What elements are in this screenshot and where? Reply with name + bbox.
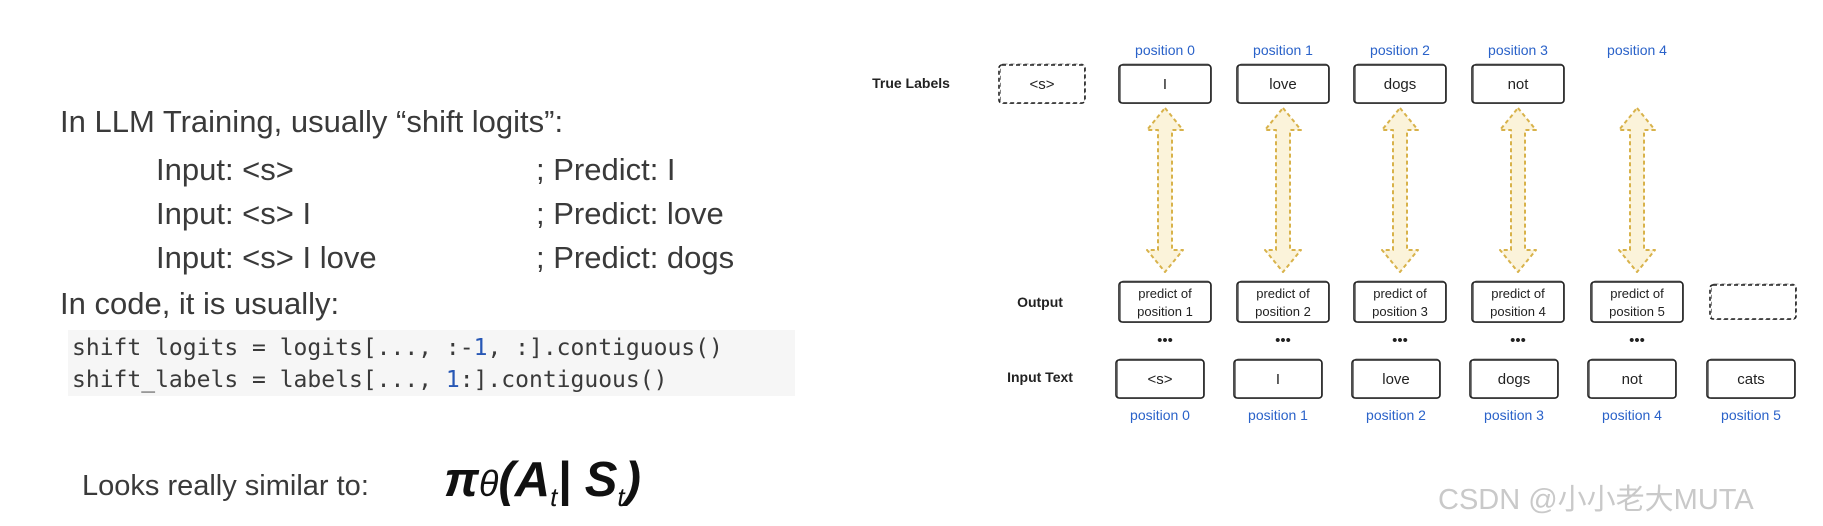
formula-open-paren: ( <box>498 453 515 507</box>
double-arrow-icon <box>1618 107 1656 273</box>
formula-pi: π <box>444 453 479 507</box>
output-text-line-2: position 4 <box>1490 304 1546 319</box>
input-box <box>1587 358 1677 399</box>
bottom-position-label: position 4 <box>1602 407 1662 423</box>
policy-formula: πθ(At| St) <box>444 452 641 513</box>
double-arrow-icon <box>1146 107 1184 273</box>
formula-theta: θ <box>478 463 499 504</box>
row-label-input-text: Input Text <box>1007 369 1073 385</box>
top-position-label: position 1 <box>1253 42 1313 58</box>
true-label-text: I <box>1163 76 1167 93</box>
code-line-shift-labels: shift_labels = labels[..., 1:].contiguou… <box>72 364 791 396</box>
output-box <box>1590 280 1684 323</box>
top-position-label: position 2 <box>1370 42 1430 58</box>
formula-bar: | <box>557 453 585 507</box>
bottom-position-label: position 3 <box>1484 407 1544 423</box>
ellipsis-dots: ••• <box>1275 332 1291 349</box>
output-text-line-1: predict of <box>1610 286 1664 301</box>
true-label-text: not <box>1508 76 1530 93</box>
output-text-line-1: predict of <box>1138 286 1192 301</box>
true-label-box <box>1353 63 1447 104</box>
shift-logits-heading: In LLM Training, usually “shift logits”: <box>60 104 564 139</box>
formula-close-paren: ) <box>624 453 641 507</box>
code-line-2-text: shift_labels = labels[..., <box>72 367 433 393</box>
input-text: dogs <box>1498 371 1531 388</box>
input-text: love <box>1382 371 1410 388</box>
input-text: I <box>1276 371 1280 388</box>
output-text-line-1: predict of <box>1373 286 1427 301</box>
true-label-box <box>1118 63 1212 104</box>
example-predict-1: ; Predict: I <box>536 152 676 187</box>
input-text: cats <box>1737 371 1765 388</box>
formula-state-subscript: t <box>617 482 625 512</box>
bottom-position-label: position 5 <box>1721 407 1781 423</box>
input-box <box>1351 358 1441 399</box>
code-line-shift-logits: shift logits = logits[..., :-1, :].conti… <box>72 332 791 364</box>
formula-action-subscript: t <box>550 482 558 512</box>
input-text: not <box>1622 371 1644 388</box>
output-box <box>1236 280 1330 323</box>
csdn-watermark: CSDN @小小老大MUTA <box>1438 484 1754 516</box>
true-label-box <box>1471 63 1565 104</box>
similar-label: Looks really similar to: <box>82 470 369 502</box>
output-box-empty <box>1709 283 1797 320</box>
input-box <box>1233 358 1323 399</box>
top-position-label: position 0 <box>1135 42 1195 58</box>
double-arrow-icon <box>1264 107 1302 273</box>
output-text-line-2: position 5 <box>1609 304 1665 319</box>
true-label-text: dogs <box>1384 76 1417 93</box>
input-text: <s> <box>1147 371 1172 388</box>
code-line-1-rest: , :].contiguous() <box>487 335 723 361</box>
row-label-output: Output <box>1017 294 1063 310</box>
row-label-true-labels: True Labels <box>872 75 950 91</box>
example-input-2: Input: <s> I <box>156 196 312 231</box>
ellipsis-dots: ••• <box>1392 332 1408 349</box>
output-text-line-2: position 1 <box>1137 304 1193 319</box>
formula-state: S <box>584 453 618 507</box>
true-label-text: <s> <box>1029 76 1054 93</box>
ellipsis-dots: ••• <box>1510 332 1526 349</box>
bottom-position-label: position 0 <box>1130 407 1190 423</box>
output-text-line-2: position 3 <box>1372 304 1428 319</box>
example-input-1: Input: <s> <box>156 152 294 187</box>
code-line-2-number: 1 <box>432 367 460 393</box>
input-box <box>1706 358 1796 399</box>
example-predict-2: ; Predict: love <box>536 196 724 231</box>
code-line-2-rest: :].contiguous() <box>459 367 668 393</box>
code-line-1-text: shift logits = logits[..., :- <box>72 335 474 361</box>
output-text-line-2: position 2 <box>1255 304 1311 319</box>
code-block: shift logits = logits[..., :-1, :].conti… <box>68 330 795 396</box>
top-position-label: position 4 <box>1607 42 1667 58</box>
example-input-3: Input: <s> I love <box>156 240 377 275</box>
true-label-text: love <box>1269 76 1297 93</box>
code-heading: In code, it is usually: <box>60 286 340 321</box>
bottom-position-label: position 2 <box>1366 407 1426 423</box>
input-box <box>1469 358 1559 399</box>
ellipsis-dots: ••• <box>1629 332 1645 349</box>
code-line-1-number: 1 <box>473 335 488 361</box>
output-box <box>1471 280 1565 323</box>
output-box <box>1353 280 1447 323</box>
example-predict-3: ; Predict: dogs <box>536 240 735 275</box>
true-label-box <box>1236 63 1330 104</box>
true-label-box-start <box>998 63 1086 104</box>
output-text-line-1: predict of <box>1256 286 1310 301</box>
input-box <box>1115 358 1205 399</box>
top-position-label: position 3 <box>1488 42 1548 58</box>
double-arrow-icon <box>1499 107 1537 273</box>
output-box <box>1118 280 1212 323</box>
formula-action: A <box>514 453 551 507</box>
output-text-line-1: predict of <box>1491 286 1545 301</box>
ellipsis-dots: ••• <box>1157 332 1173 349</box>
bottom-position-label: position 1 <box>1248 407 1308 423</box>
double-arrow-icon <box>1381 107 1419 273</box>
